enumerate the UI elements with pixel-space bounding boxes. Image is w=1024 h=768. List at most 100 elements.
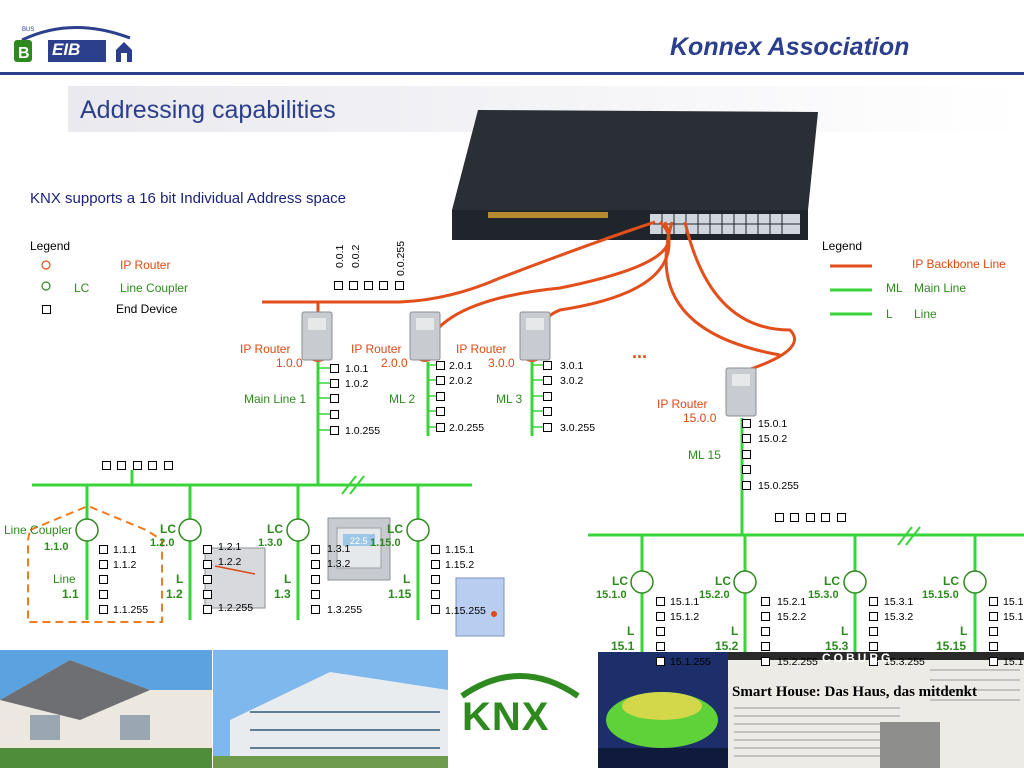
backbone-address-255: 0.0.255 xyxy=(395,240,407,276)
router-2-label: IP Router xyxy=(351,342,402,356)
eib-logo-text: EIB xyxy=(52,40,81,59)
end-device-icon xyxy=(203,560,212,569)
line-1-1-device-2: 1.1.2 xyxy=(113,559,137,571)
newspaper-headline: Smart House: Das Haus, das mitdenkt xyxy=(732,684,978,700)
end-device-icon xyxy=(148,461,157,470)
router-15-label: IP Router xyxy=(657,397,708,411)
router-2-device-1: 2.0.1 xyxy=(449,360,473,372)
photo-house xyxy=(0,650,212,768)
svg-text:B: B xyxy=(18,45,30,62)
router-1-device-255: 1.0.255 xyxy=(345,425,381,437)
legend-end-device-label: End Device xyxy=(116,302,178,316)
end-device-icon xyxy=(102,461,111,470)
end-device-icon xyxy=(742,450,751,459)
line-15-1-number: 15.1 xyxy=(611,639,635,653)
line-coupler-1-1-label: Line Coupler xyxy=(4,523,73,537)
line-15-15-device-255: 15.1 xyxy=(1003,656,1024,668)
end-device-icon xyxy=(133,461,142,470)
lc-15-1-address: 15.1.0 xyxy=(596,589,627,601)
line-1-3-device-255: 1.3.255 xyxy=(327,604,363,616)
end-device-icon xyxy=(989,627,998,636)
line-1-1-number: 1.1 xyxy=(62,587,79,601)
end-device-icon xyxy=(431,590,440,599)
line-1-15-label: L xyxy=(403,572,411,586)
end-device-icon xyxy=(203,605,212,614)
thermostat-display: 22.5 xyxy=(350,536,368,546)
end-device-icon xyxy=(742,465,751,474)
end-device-icon xyxy=(790,513,799,522)
line-1-15-device-2: 1.15.2 xyxy=(445,559,475,571)
end-device-icon xyxy=(989,657,998,666)
end-device-icon xyxy=(436,407,445,416)
line-15-2-label: L xyxy=(731,624,739,638)
lc-15-2-label: LC xyxy=(715,574,731,588)
end-device-icon xyxy=(436,376,445,385)
line-15-15-device-1: 15.1 xyxy=(1003,596,1024,608)
router-15-main-line: ML 15 xyxy=(688,448,721,462)
eib-logo: B xyxy=(12,22,142,66)
newspaper-brand: COBURG xyxy=(822,651,894,665)
end-device-icon xyxy=(311,545,320,554)
end-device-icon xyxy=(311,560,320,569)
end-device-icon xyxy=(656,597,665,606)
line-15-2-device-255: 15.2.255 xyxy=(777,656,818,668)
end-device-icon xyxy=(436,423,445,432)
end-device-icon xyxy=(869,612,878,621)
router-3-main-line: ML 3 xyxy=(496,392,523,406)
line-15-3-device-1: 15.3.1 xyxy=(884,596,914,608)
line-15-3-device-2: 15.3.2 xyxy=(884,611,914,623)
end-device-icon xyxy=(837,513,846,522)
end-device-icon xyxy=(99,575,108,584)
legend-l-abbr: L xyxy=(886,307,893,321)
end-device-icon xyxy=(431,605,440,614)
end-device-icon xyxy=(334,281,343,290)
end-device-icon xyxy=(869,627,878,636)
end-device-icon xyxy=(761,597,770,606)
lc-1-15-label: LC xyxy=(387,522,403,536)
router-1-address: 1.0.0 xyxy=(276,356,303,370)
lc-1-3-label: LC xyxy=(267,522,283,536)
end-device-icon xyxy=(989,612,998,621)
end-device-icon xyxy=(436,392,445,401)
end-device-icon xyxy=(761,612,770,621)
line-15-3-number: 15.3 xyxy=(825,639,849,653)
lc-15-15-address: 15.15.0 xyxy=(922,589,959,601)
line-15-3-label: L xyxy=(841,624,849,638)
legend-ml-abbr: ML xyxy=(886,281,903,295)
backbone-address-1: 0.0.1 xyxy=(334,244,346,268)
end-device-icon xyxy=(543,392,552,401)
end-device-icon xyxy=(742,419,751,428)
legend-main-line-label: Main Line xyxy=(914,281,967,295)
backbone-address-2: 0.0.2 xyxy=(350,244,362,268)
end-device-icon xyxy=(395,281,404,290)
legend-right-title: Legend xyxy=(822,239,863,253)
end-device-icon xyxy=(330,379,339,388)
line-1-2-device-255: 1.2.255 xyxy=(218,602,254,614)
router-devices xyxy=(301,311,757,417)
line-15-2-device-1: 15.2.1 xyxy=(777,596,807,608)
end-device-icon xyxy=(742,434,751,443)
line-1-1-device-1: 1.1.1 xyxy=(113,544,137,556)
router-2-device-255: 2.0.255 xyxy=(449,422,485,434)
end-device-icon xyxy=(203,575,212,584)
end-device-icon xyxy=(869,642,878,651)
photo-office-building xyxy=(213,650,448,768)
end-device-icon xyxy=(742,481,751,490)
end-device-icon xyxy=(989,597,998,606)
line-1-2-label: L xyxy=(176,572,184,586)
company-name: Konnex Association xyxy=(670,33,910,61)
router-1-device-2: 1.0.2 xyxy=(345,378,369,390)
line-15-2-device-2: 15.2.2 xyxy=(777,611,807,623)
router-15-device-255: 15.0.255 xyxy=(758,480,799,492)
router-15-address: 15.0.0 xyxy=(683,411,717,425)
end-device-icon xyxy=(431,560,440,569)
end-device-icon xyxy=(543,407,552,416)
lc-1-15-address: 1.15.0 xyxy=(370,537,401,549)
end-device-icon xyxy=(99,590,108,599)
thermostat-device xyxy=(327,517,391,581)
legend-end-device-icon xyxy=(42,305,51,314)
line-15-2-number: 15.2 xyxy=(715,639,739,653)
router-1-device-1: 1.0.1 xyxy=(345,363,369,375)
end-device-icon xyxy=(203,545,212,554)
line-1-15-device-1: 1.15.1 xyxy=(445,544,475,556)
